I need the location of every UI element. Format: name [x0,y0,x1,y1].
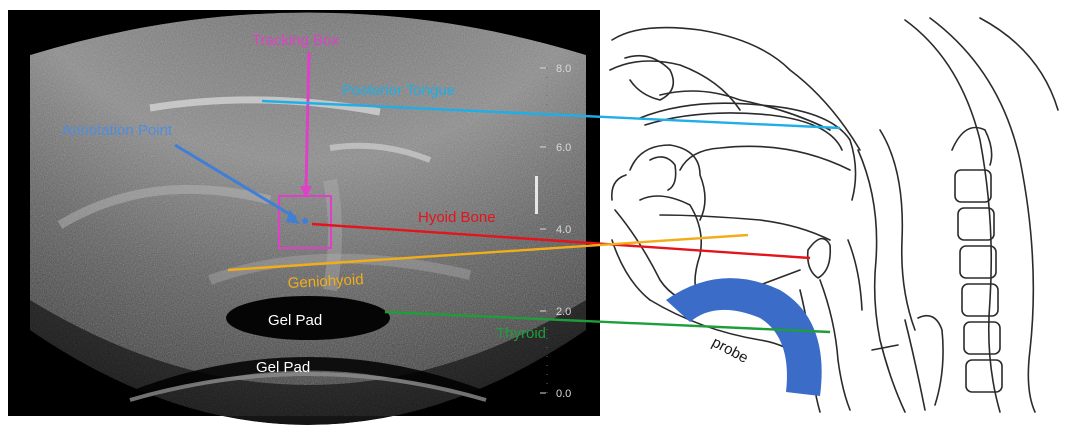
gel-pad-outer-label: Gel Pad [256,359,310,376]
annotation-point-marker [302,218,308,224]
thyroid-label: Thyroid [496,325,546,342]
gel-pad-inner-label: Gel Pad [268,312,322,329]
tracking-box-label: Tracking Box [252,32,339,49]
posterior-tongue-label: Posterior Tongue [342,82,455,99]
ultrasound-panel: 8.0 6.0 4.0 2.0 0.0 Gel Pad Gel Pad Trac… [8,10,600,425]
hyoid-bone-label: Hyoid Bone [418,209,496,226]
depth-tick-label: 4.0 [556,224,571,236]
depth-tick-label: 8.0 [556,63,571,75]
depth-tick-label: 2.0 [556,306,571,318]
depth-tick-label: 6.0 [556,142,571,154]
anatomy-panel [600,10,1060,416]
scale-bar [535,176,538,214]
annotation-point-label: Annotation Point [62,122,173,139]
depth-tick-label: 0.0 [556,388,571,400]
